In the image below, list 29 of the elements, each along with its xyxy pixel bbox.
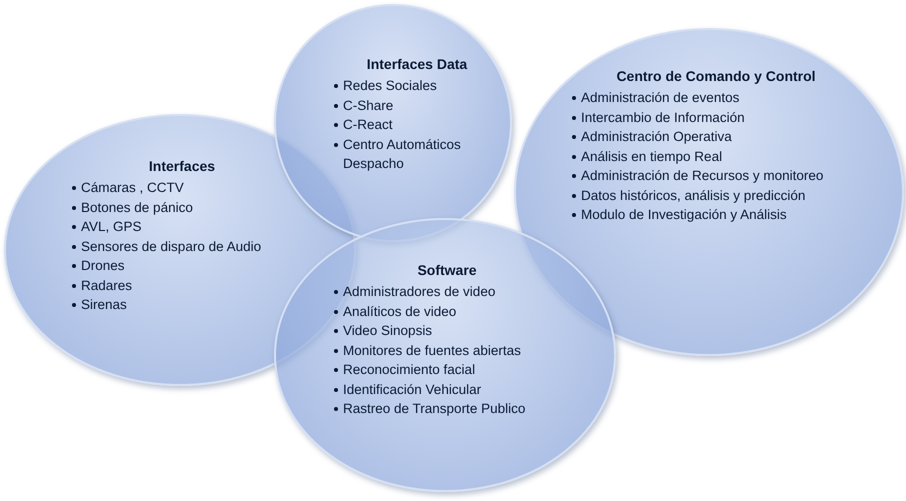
list-item: Botones de pánico [81, 198, 194, 217]
list-item: Analíticos de video [343, 302, 458, 320]
heading: Software [417, 261, 477, 280]
list-item: C-Share [343, 96, 394, 114]
list-item: Centro Automáticos Despacho [343, 136, 462, 173]
list-item: Administración de Recursos y monitoreo [581, 167, 824, 185]
list-item: Administradores de video [343, 283, 496, 301]
list-item: C-React [343, 116, 394, 134]
list-item: Radares [81, 276, 134, 294]
list-item: Drones [81, 257, 126, 275]
list-item: Sensores de disparo de Audio [81, 238, 262, 256]
list-item: Análisis en tiempo Real [581, 148, 724, 166]
list-item: Reconocimiento facial [343, 361, 476, 379]
list-item: Intercambio de Información [581, 108, 746, 126]
list-item: Video Sinopsis [343, 322, 434, 340]
list-item: Cámaras , CCTV [81, 179, 185, 197]
list-item: AVL, GPS [81, 218, 143, 236]
list-item: Modulo de Investigación y Análisis [581, 206, 788, 224]
list-item: Sirenas [81, 296, 128, 314]
heading: Centro de Comando y Control [616, 67, 816, 86]
list-item: Identificación Vehicular [343, 380, 482, 398]
list-item: Datos históricos, análisis y predicción [581, 186, 806, 205]
list-item: Administración de eventos [581, 89, 740, 107]
list-item: Monitores de fuentes abiertas [343, 342, 522, 360]
list-item: Administración Operativa [581, 128, 733, 146]
list-item: Redes Sociales [343, 77, 438, 95]
heading: Interfaces Data [366, 55, 468, 74]
heading: Interfaces [148, 157, 216, 176]
list-item: Rastreo de Transporte Publico [343, 400, 526, 418]
